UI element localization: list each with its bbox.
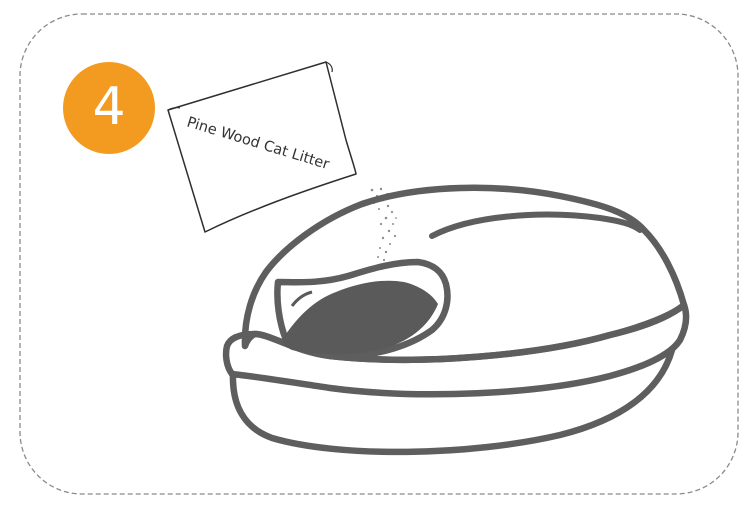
litter-box-tray: [233, 350, 672, 452]
litter-bag-icon: Pine Wood Cat Litter: [168, 62, 356, 232]
litter-box-opening: [277, 262, 447, 356]
step-number-text: 4: [92, 81, 125, 133]
step-number-badge: 4: [63, 62, 155, 154]
